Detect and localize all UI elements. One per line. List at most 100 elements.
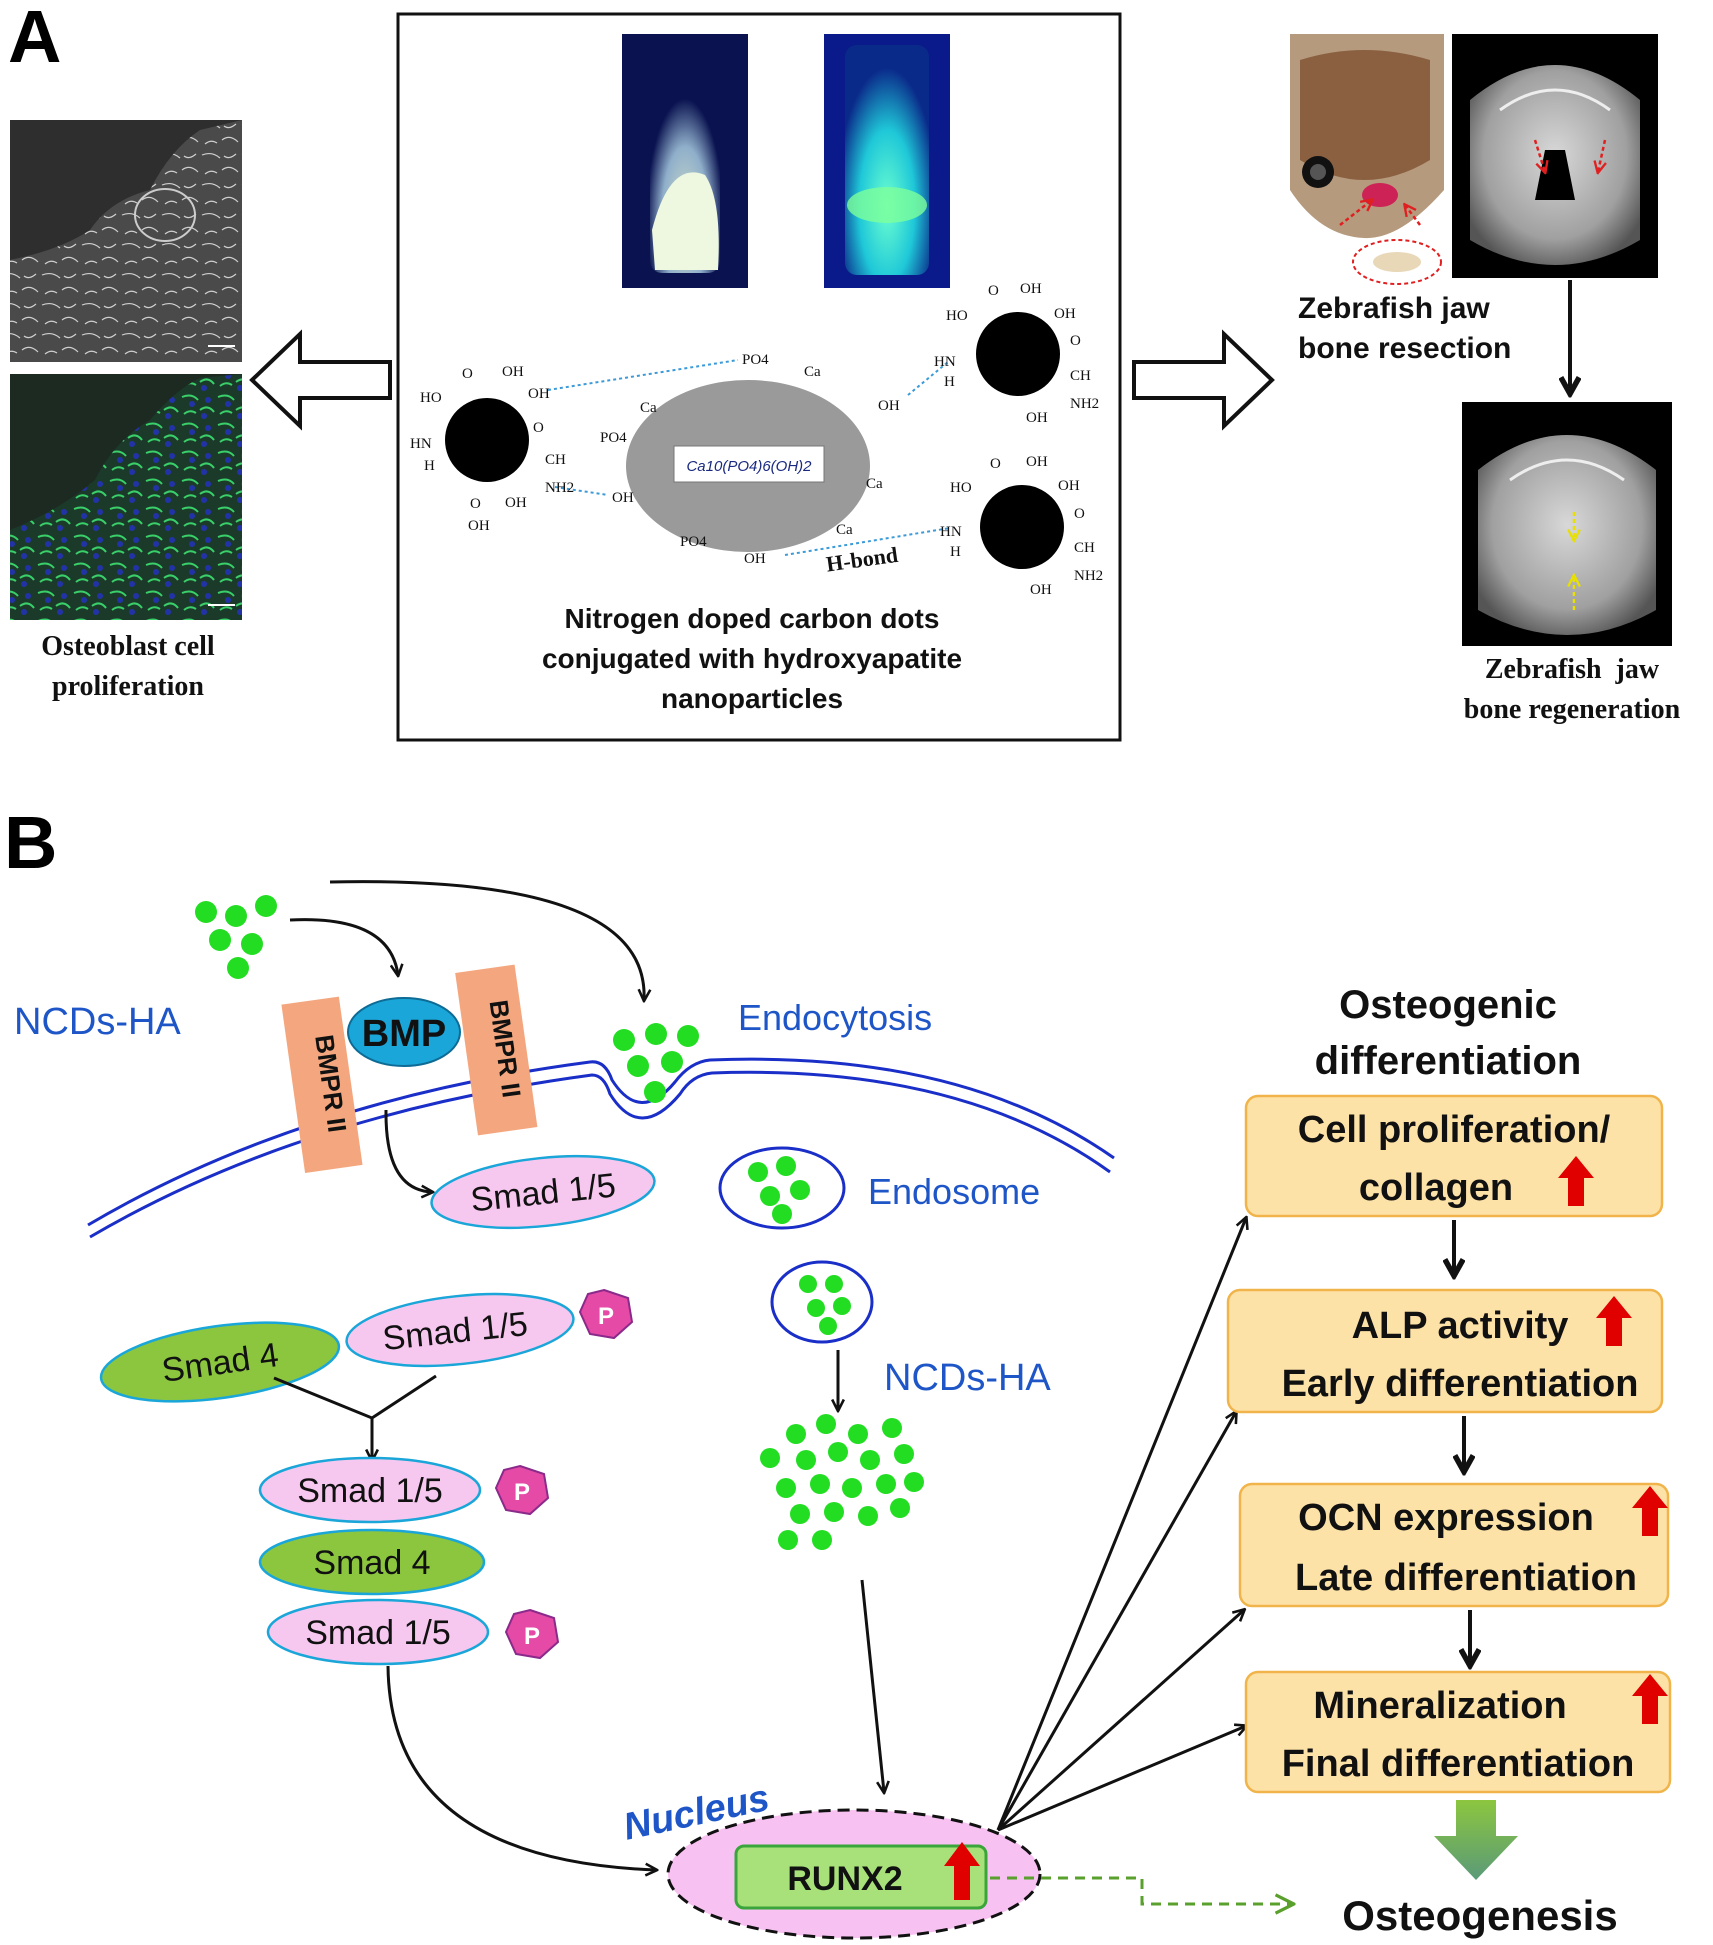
panel-b-label: B <box>4 801 57 884</box>
smad15-phospho-free: Smad 1/5 <box>345 1292 575 1368</box>
chem-h-left: H <box>424 458 435 474</box>
smad15-label-3: Smad 1/5 <box>297 1472 443 1510</box>
smad15-membrane: Smad 1/5 <box>430 1154 656 1230</box>
ha-formula-box <box>673 445 825 483</box>
osteogenesis-label: Osteogenesis <box>1342 1892 1617 1939</box>
chem-ho-left: HO <box>420 390 442 406</box>
resection-caption-line1: Zebrafish jaw <box>1298 292 1490 325</box>
merge-arrow-lines <box>273 1374 437 1420</box>
stage-box-4 <box>1244 1670 1672 1794</box>
chem-o-left1: O <box>462 366 473 382</box>
chem-o-left2: O <box>533 420 544 436</box>
regeneration-caption-line2: bone regeneration <box>1464 694 1681 725</box>
ncds-ha-cluster-top <box>195 895 277 979</box>
osteogenic-title-line2: differentiation <box>1315 1039 1582 1083</box>
chem-h-tr: H <box>944 374 955 390</box>
arrow-cluster-to-bmp <box>289 918 398 975</box>
panel-a-label: A <box>8 0 61 78</box>
runx2-up-arrow <box>944 1842 980 1900</box>
smad4-label-2: Smad 4 <box>313 1544 430 1582</box>
bmpr-receptor-right: BMPR II <box>455 964 538 1136</box>
chem-oh-ha-right: OH <box>878 398 900 414</box>
stage-4-up-arrow <box>1632 1674 1668 1724</box>
chem-h-br: H <box>950 544 961 560</box>
chem-o-tr2: O <box>1070 333 1081 349</box>
arrow-complex-to-nucleus <box>386 1665 656 1870</box>
chem-oh-tr3: OH <box>1026 410 1048 426</box>
stage-box-2 <box>1226 1288 1664 1414</box>
chem-ch-left: CH <box>545 452 566 468</box>
chem-o-br2: O <box>1074 506 1085 522</box>
chem-hn-left: HN <box>410 436 432 452</box>
chem-o-tr: O <box>988 283 999 299</box>
chem-oh-left1: OH <box>502 364 524 380</box>
chem-ho-tr: HO <box>946 308 968 324</box>
glowing-vial-image <box>824 34 950 288</box>
center-caption-line2: conjugated with hydroxyapatite <box>542 643 962 674</box>
stage-box-3 <box>1238 1482 1670 1608</box>
center-caption-line3: nanoparticles <box>661 683 843 714</box>
chem-po4-top: PO4 <box>742 352 769 368</box>
endosome-dots <box>748 1156 810 1224</box>
stage-1-line2: collagen <box>1359 1167 1513 1209</box>
carbon-dot-bottom-right <box>980 485 1064 569</box>
runx2-label: RUNX2 <box>787 1860 902 1898</box>
regeneration-caption-line1: Zebrafish jaw <box>1485 654 1660 685</box>
endosome-small-dots <box>799 1275 851 1335</box>
arrow-runx2-to-osteogenesis <box>990 1876 1292 1904</box>
left-caption-line2: proliferation <box>52 671 204 702</box>
p-label-2: P <box>514 1479 530 1506</box>
chem-po4-bottom: PO4 <box>680 534 707 550</box>
smad15-label-4: Smad 1/5 <box>305 1614 451 1652</box>
chem-ch-br: CH <box>1074 540 1095 556</box>
bmpr-receptor-left: BMPR II <box>281 996 363 1174</box>
ha-formula: Ca10(PO4)6(OH)2 <box>686 458 812 475</box>
big-down-arrow <box>1434 1800 1518 1880</box>
stage-box-1 <box>1244 1094 1664 1218</box>
chem-hn-br: HN <box>940 524 962 540</box>
outline-arrow-left <box>249 329 392 431</box>
complex-smad15-bottom <box>266 1598 490 1666</box>
complex-smad4 <box>258 1528 486 1596</box>
zebrafish-photo <box>1284 34 1444 285</box>
chem-oh-tr1: OH <box>1020 281 1042 297</box>
runx2-box <box>734 1844 988 1910</box>
arrow-cluster-to-endocytosis <box>329 880 644 1000</box>
complex-smad15-top <box>258 1456 482 1524</box>
phosphate-p-3 <box>504 1608 560 1660</box>
phosphate-p-1 <box>578 1288 634 1340</box>
ct-jaw-regeneration-image <box>1462 402 1672 646</box>
carbon-dot-top-right <box>976 312 1060 396</box>
stage-2-line2: Early differentiation <box>1282 1363 1639 1405</box>
smad4-free: Smad 4 <box>99 1321 341 1403</box>
p-label-1: P <box>598 1303 614 1330</box>
powder-vial-image <box>622 34 748 288</box>
chem-oh-tr2: OH <box>1054 306 1076 322</box>
bmp-ligand <box>347 997 461 1067</box>
arrow-cluster-to-runx2 <box>860 1579 884 1792</box>
p-label-3: P <box>524 1623 540 1650</box>
chem-o-br: O <box>990 456 1001 472</box>
osteoblast-fluorescence-image <box>10 374 242 620</box>
stage-2-line1: ALP activity <box>1352 1305 1569 1347</box>
hydrogen-bond-lines <box>547 359 951 556</box>
chem-ca-left: Ca <box>640 400 657 416</box>
chem-oh-left2: OH <box>528 386 550 402</box>
osteoblast-brightfield-image <box>10 120 242 362</box>
chem-oh-left3: OH <box>505 495 527 511</box>
resection-caption-line2: bone resection <box>1298 332 1511 365</box>
chem-ca-top: Ca <box>804 364 821 380</box>
resected-bone-circle <box>1352 239 1442 285</box>
endocytosis-label: Endocytosis <box>738 997 932 1038</box>
carbon-dot-left <box>445 398 529 482</box>
stage-1-line1: Cell proliferation/ <box>1298 1109 1611 1151</box>
arrow-bmpr-to-smad <box>384 1109 432 1192</box>
chem-oh-br1: OH <box>1026 454 1048 470</box>
phosphate-p-2 <box>494 1464 550 1516</box>
chem-nh2-left: NH2 <box>545 480 574 496</box>
bmp-label: BMP <box>362 1013 446 1055</box>
released-ncds-ha-cluster <box>760 1414 924 1550</box>
chem-oh-ha-bottom: OH <box>744 551 766 567</box>
center-caption-line1: Nitrogen doped carbon dots <box>565 603 940 634</box>
ct-jaw-resection-image <box>1452 34 1658 278</box>
